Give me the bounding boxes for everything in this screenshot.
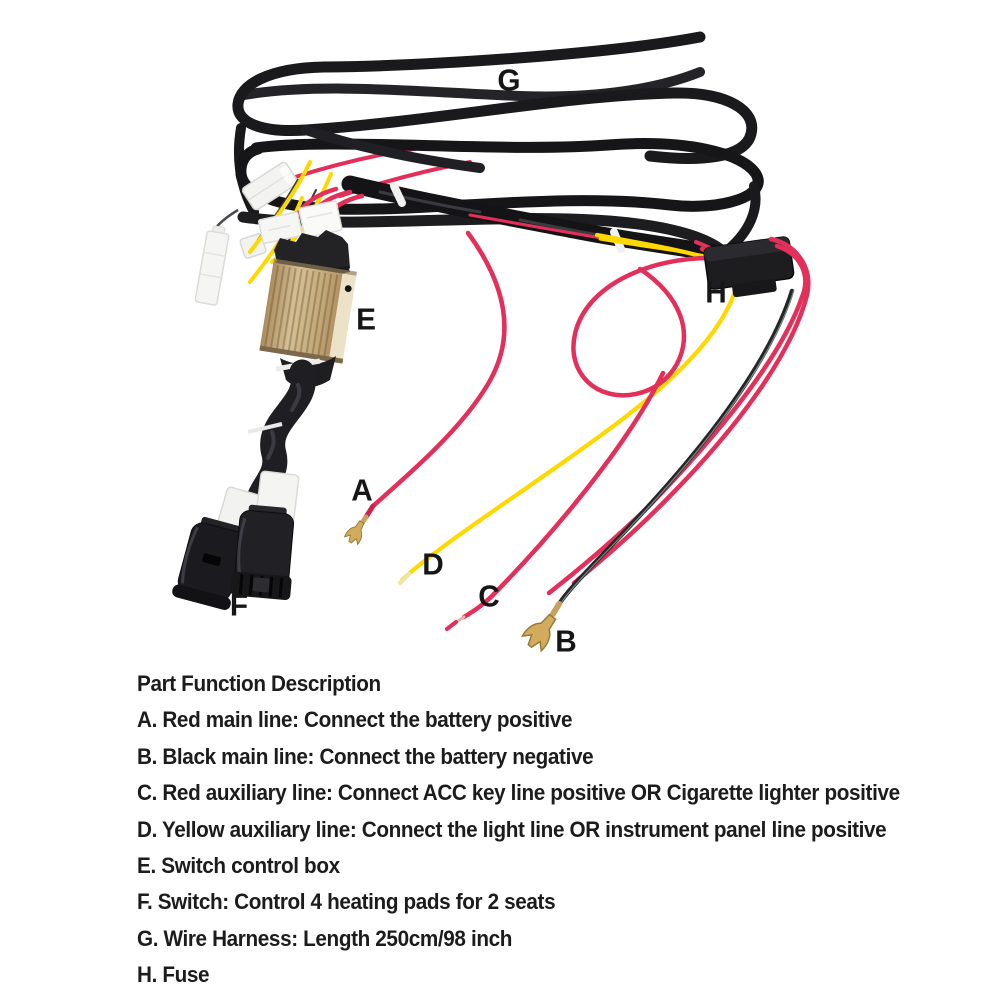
yellow-aux-wire [399,232,740,583]
white-tape-band [390,182,406,207]
part-label-b: B [555,623,577,659]
description-item-b: B. Black main line: Connect the battery … [137,743,594,769]
switch-connectors [172,470,300,610]
part-label-h: H [705,274,727,310]
box-gold-body [259,258,357,364]
description-item-f: F. Switch: Control 4 heating pads for 2 … [137,889,556,915]
box-white-connectors [257,200,343,245]
white-connector-2pin [241,161,299,211]
description-item-c: C. Red auxiliary line: Connect ACC key l… [137,780,900,806]
part-label-f: F [229,587,249,623]
part-label-g: G [497,62,521,98]
red-aux-wire-loop [571,255,717,398]
description-item-g: G. Wire Harness: Length 250cm/98 inch [137,925,513,951]
part-label-e: E [356,301,376,337]
fuse-exit-wires [546,236,811,607]
zip-tie [247,422,283,434]
description-item-h: H. Fuse [137,962,210,988]
fuse-holder [703,236,795,298]
terminals [342,503,564,655]
harness-photo [172,31,811,655]
part-label-d: D [422,546,444,582]
part-label-a: A [351,472,373,508]
red-main-wire [370,230,507,509]
red-aux-wire [461,370,666,620]
part-function-description: Part Function Description A. Red main li… [137,666,928,994]
description-title: Part Function Description [137,671,381,696]
black-main-wire [556,288,795,607]
white-connector-long [194,225,230,306]
part-label-c: C [478,578,500,614]
description-item-a: A. Red main line: Connect the battery po… [137,707,573,733]
long-wires [370,230,740,632]
switch-plug-right [230,504,295,601]
description-item-d: D. Yellow auxiliary line: Connect the li… [137,816,887,842]
switch-plug-left [172,516,245,610]
left-connector-cluster [194,160,333,306]
description-item-e: E. Switch control box [137,852,340,878]
